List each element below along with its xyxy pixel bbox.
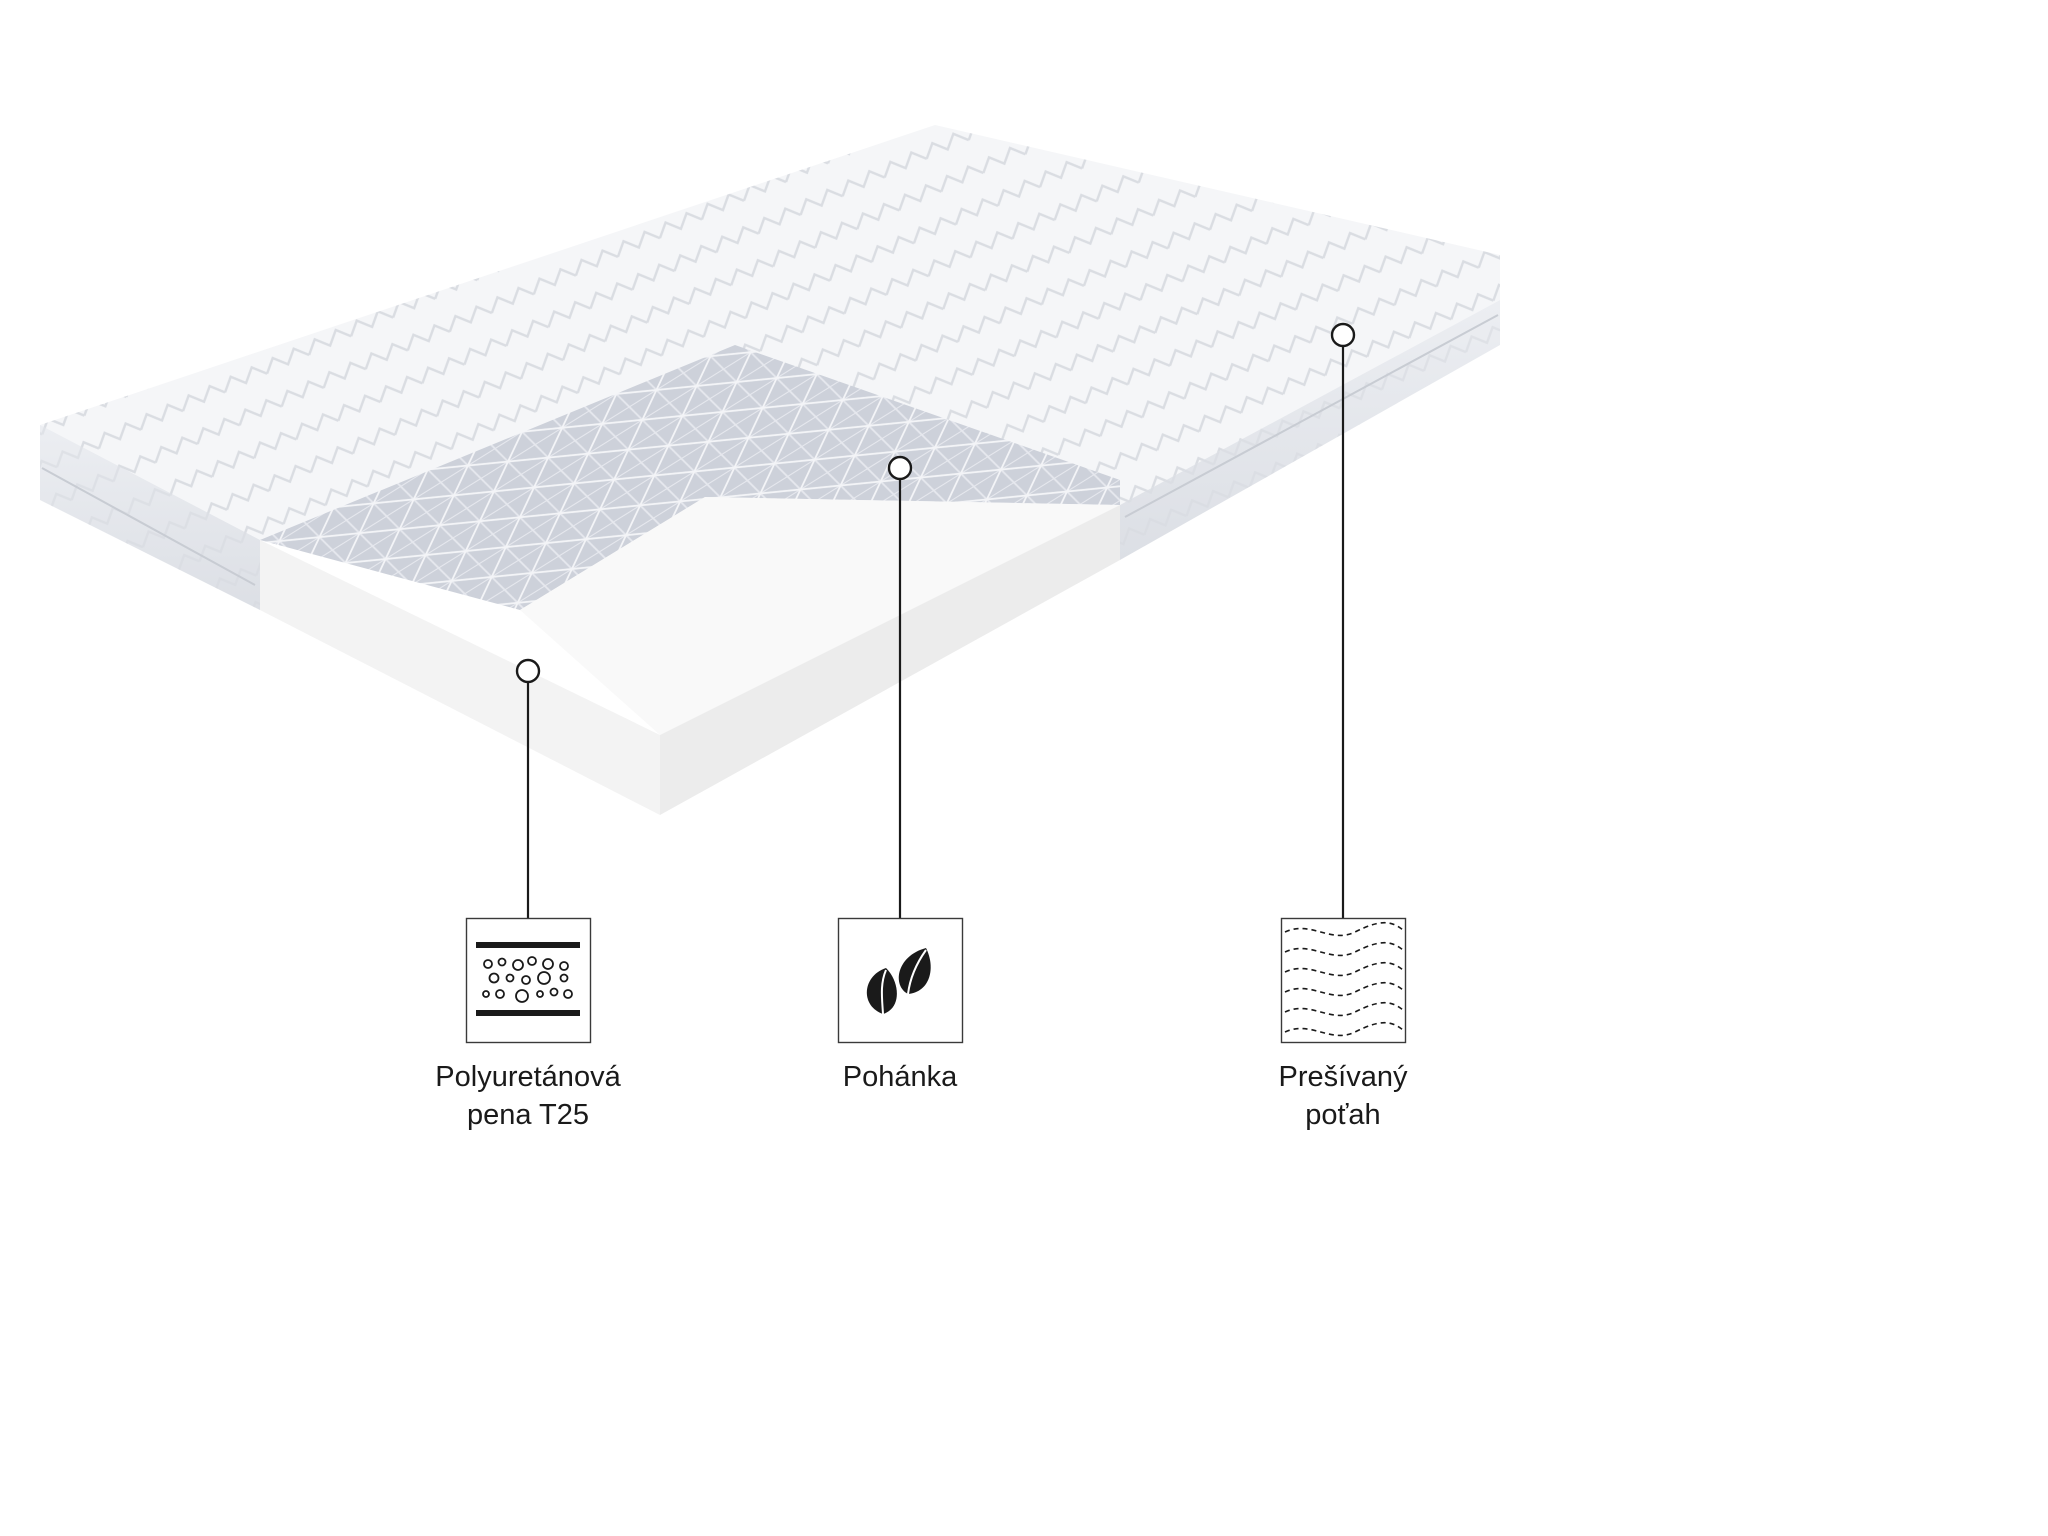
mattress-diagram [40,125,1500,1044]
cover-label-line-1: Prešívaný [1278,1061,1408,1093]
foam-label: Polyuretánová pena T25 [408,1058,648,1134]
foam-bubbles-icon [465,917,592,1044]
callout-lines [515,322,1356,918]
cover-label: Prešívaný poťah [1233,1058,1453,1134]
cover-marker [1330,322,1356,348]
mattress-cover [40,125,1500,610]
cover-label-line-2: poťah [1305,1099,1381,1131]
buckwheat-marker [887,455,913,481]
quilted-wave-icon [1280,917,1407,1044]
buckwheat-label: Pohánka [790,1058,1010,1096]
buckwheat-layer [260,345,1120,610]
leaves-icon [837,917,964,1044]
foam-label-line-2: pena T25 [466,1099,590,1131]
buckwheat-label-line-1: Pohánka [842,1061,958,1093]
foam-marker [515,658,541,684]
foam-layer [260,497,1120,815]
foam-label-line-1: Polyuretánová [435,1061,621,1093]
